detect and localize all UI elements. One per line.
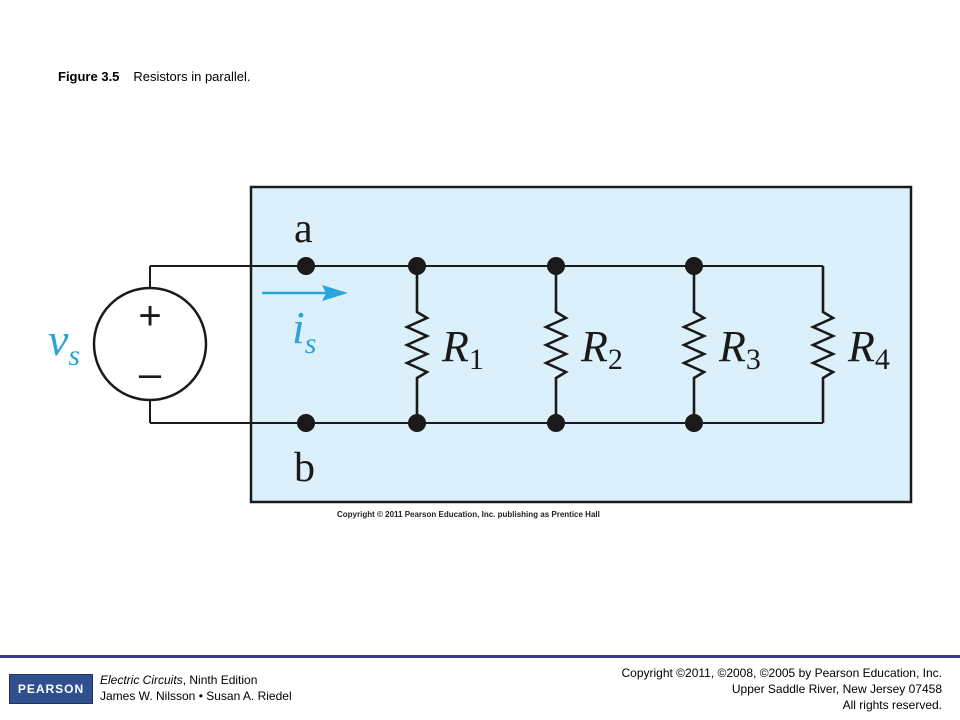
copyright-line-3: All rights reserved. (842, 698, 942, 712)
pearson-logo: PEARSON (9, 674, 93, 704)
resistor-r3-label: R3 (718, 322, 761, 376)
current-symbol: i (292, 302, 305, 353)
resistor-r4-name: R (847, 322, 875, 371)
current-label: is (292, 302, 316, 360)
book-info: Electric Circuits, Ninth Edition James W… (100, 672, 292, 704)
resistor-r2-label: R2 (580, 322, 623, 376)
source-plus-sign: + (138, 294, 161, 338)
junction-dot (547, 257, 565, 275)
resistor-r4-subscript: 4 (875, 343, 890, 376)
resistor-r3-symbol (680, 266, 708, 423)
book-authors: James W. Nilsson • Susan A. Riedel (100, 689, 292, 703)
wires (149, 265, 837, 424)
copyright-line-1: Copyright ©2011, ©2008, ©2005 by Pearson… (621, 666, 942, 680)
figure-title: Resistors in parallel. (133, 69, 251, 84)
resistor-r4-symbol (809, 266, 837, 423)
junction-dot (547, 414, 565, 432)
voltage-source-icon (92, 286, 208, 402)
node-b-label: b (294, 445, 315, 491)
junction-dot (685, 257, 703, 275)
resistor-r2-symbol (542, 266, 570, 423)
node-b-dot (297, 414, 315, 432)
copyright-info: Copyright ©2011, ©2008, ©2005 by Pearson… (621, 665, 942, 713)
resistor-r1-symbol (403, 266, 431, 423)
figure-number: Figure 3.5 (58, 69, 120, 84)
book-title: Electric Circuits (100, 673, 183, 687)
source-symbol: v (48, 314, 69, 365)
book-edition: , Ninth Edition (182, 673, 258, 687)
source-minus-sign: – (139, 352, 162, 396)
junction-dot (408, 257, 426, 275)
resistor-r3-name: R (718, 322, 746, 371)
figure-caption: Figure 3.5 Resistors in parallel. (58, 69, 250, 84)
copyright-line-2: Upper Saddle River, New Jersey 07458 (731, 682, 942, 696)
junction-dot (685, 414, 703, 432)
node-a-dot (297, 257, 315, 275)
circuit-panel (249, 185, 913, 504)
footer-divider (0, 655, 960, 658)
junction-dot (408, 414, 426, 432)
junction-dots (297, 257, 703, 432)
book-title-line: Electric Circuits, Ninth Edition (100, 672, 292, 688)
node-a-label: a (294, 206, 313, 252)
resistor-r2-subscript: 2 (608, 343, 623, 376)
resistor-r1-name: R (441, 322, 469, 371)
resistor-r2-name: R (580, 322, 608, 371)
current-subscript: s (305, 327, 317, 360)
resistor-r1-subscript: 1 (469, 343, 484, 376)
resistor-r1-label: R1 (441, 322, 484, 376)
resistor-r4-label: R4 (847, 322, 890, 376)
current-arrow-icon (322, 285, 348, 301)
source-label: vs (48, 314, 80, 372)
figure-copyright: Copyright © 2011 Pearson Education, Inc.… (337, 510, 600, 519)
resistor-r3-subscript: 3 (746, 343, 761, 376)
source-subscript: s (68, 339, 80, 372)
